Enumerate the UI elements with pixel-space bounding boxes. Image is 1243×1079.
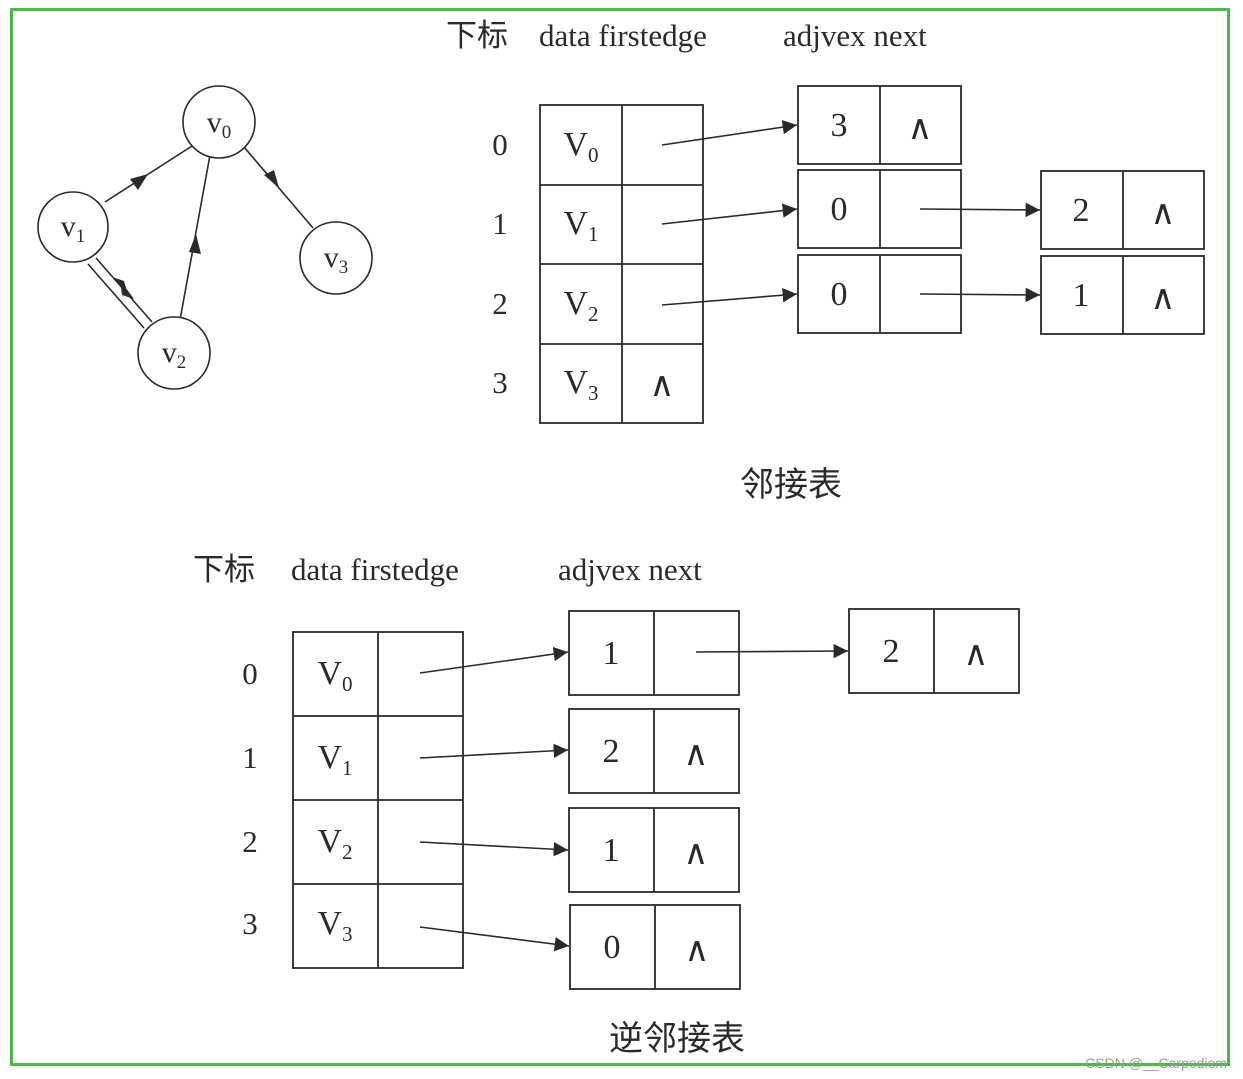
inv-edge-next-null: ∧ (685, 932, 710, 969)
adj-row1-vertex: V1 (563, 205, 598, 246)
adj-caption: 邻接表 (740, 466, 842, 504)
inv-pointer-arrow (419, 646, 569, 674)
inv-row1-index: 1 (242, 740, 258, 775)
inv-edge-adjvex: 1 (603, 635, 620, 672)
adj-pointer-arrow (661, 287, 798, 306)
adj-row1-index: 1 (492, 206, 508, 241)
adj-pointer-arrow (661, 119, 798, 146)
adj-row3-firstedge-null: ∧ (650, 367, 675, 404)
directed-graph: v0 v1 v2 v3 (37, 85, 373, 390)
adj-edge-next-null: ∧ (1151, 280, 1176, 317)
inv-row0-vertex: V0 (317, 655, 352, 696)
inv-edge-adjvex: 2 (883, 633, 900, 670)
adj-pointer-arrow (919, 202, 1041, 218)
inv-edge-next-null: ∧ (684, 736, 709, 773)
inverse-adjacency-list: 下标 data firstedge adjvex next 0 V0 1 V1 … (193, 552, 1020, 1058)
inv-header-index: 下标 (193, 552, 255, 587)
adj-header-edge: adjvex next (783, 18, 927, 53)
arrowhead-v2-v1 (120, 280, 134, 299)
node-v0-label: v0 (207, 106, 232, 143)
adj-pointer-arrow (661, 203, 798, 225)
inv-row3-index: 3 (242, 906, 258, 941)
arrowhead-v1-v0 (130, 174, 148, 190)
adj-edge-next-null: ∧ (1151, 195, 1176, 232)
inv-row0-index: 0 (242, 656, 258, 691)
adj-edge-adjvex: 2 (1073, 192, 1090, 229)
adj-row3-vertex: V3 (563, 364, 598, 405)
edge-v2-v1 (87, 263, 145, 329)
adjacency-list: 下标 data firstedge adjvex next 0 V0 1 V1 … (446, 18, 1205, 504)
inv-header-edge: adjvex next (558, 552, 702, 587)
adj-row0-index: 0 (492, 127, 508, 162)
node-v2-circle (137, 316, 211, 390)
adj-header-vertex: data firstedge (539, 18, 707, 53)
inv-row2-vertex: V2 (317, 823, 352, 864)
adj-edge-adjvex: 0 (831, 191, 848, 228)
adj-edge-next-null: ∧ (908, 110, 933, 147)
green-frame (10, 8, 1230, 1066)
adj-row2-vertex: V2 (563, 285, 598, 326)
inv-header-vertex: data firstedge (291, 552, 459, 587)
inv-row1-vertex: V1 (317, 739, 352, 780)
edge-v1-v0 (104, 145, 193, 203)
node-v3-label: v3 (324, 241, 349, 278)
adj-row0-vertex: V0 (563, 126, 598, 167)
adj-edge-adjvex: 3 (831, 107, 848, 144)
inv-pointer-arrow (419, 743, 569, 759)
inv-pointer-arrow (419, 926, 570, 952)
arrowhead-v2-v0 (189, 234, 201, 254)
arrowhead-v0-v3 (264, 170, 279, 188)
adj-row3-index: 3 (492, 365, 508, 400)
node-v3-circle (299, 221, 373, 295)
inv-edge-next-null: ∧ (684, 835, 709, 872)
node-v2-label: v2 (162, 336, 187, 373)
adj-edge-adjvex: 0 (831, 276, 848, 313)
adj-pointer-arrow (919, 287, 1041, 303)
inv-row2-index: 2 (242, 824, 258, 859)
adj-edge-adjvex: 1 (1073, 277, 1090, 314)
inv-row3-vertex: V3 (317, 905, 352, 946)
inv-caption: 逆邻接表 (609, 1020, 745, 1058)
node-v0-circle (182, 85, 256, 159)
inv-pointer-arrow (695, 643, 849, 659)
inv-edge-adjvex: 0 (604, 929, 621, 966)
inv-pointer-arrow (419, 841, 569, 857)
node-v1-label: v1 (61, 210, 86, 247)
adj-header-index: 下标 (446, 18, 508, 53)
inv-edge-adjvex: 1 (603, 832, 620, 869)
watermark: CSDN @__Carpediem (1085, 1055, 1227, 1071)
inv-edge-next-null: ∧ (964, 636, 989, 673)
inv-edge-adjvex: 2 (603, 733, 620, 770)
node-v1-circle (37, 191, 109, 263)
adj-row2-index: 2 (492, 286, 508, 321)
